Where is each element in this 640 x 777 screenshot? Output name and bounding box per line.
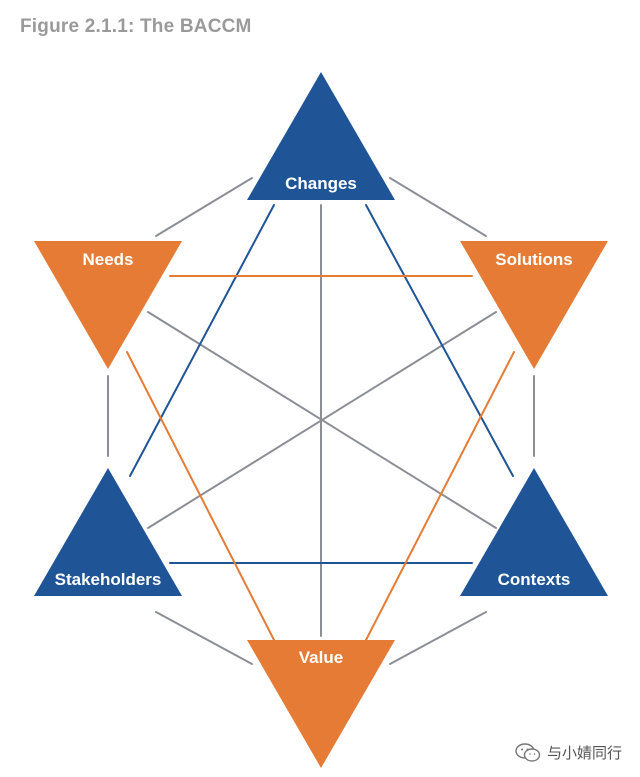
inner-orange-lines: [126, 275, 515, 641]
label-stakeholders: Stakeholders: [55, 570, 162, 589]
line-solutions-value: [365, 351, 515, 641]
connector-stakeholders-value: [155, 611, 253, 665]
triangle-contexts: [460, 468, 608, 596]
triangle-value: [247, 640, 395, 768]
connector-changes-needs: [155, 177, 253, 237]
inner-gray-lines: [147, 204, 497, 637]
wechat-icon: [515, 742, 541, 762]
watermark-text: 与小婧同行: [546, 744, 622, 762]
watermark: 与小婧同行: [510, 740, 626, 765]
connector-contexts-value: [389, 611, 487, 665]
outer-connectors: [107, 177, 535, 665]
label-needs: Needs: [82, 250, 133, 269]
line-changes-stakeholders: [129, 204, 275, 477]
label-changes: Changes: [285, 174, 357, 193]
label-contexts: Contexts: [498, 570, 571, 589]
inner-blue-lines: [129, 204, 514, 564]
line-needs-value: [126, 351, 275, 641]
connector-changes-solutions: [389, 177, 487, 237]
triangle-solutions: [460, 241, 608, 369]
label-value: Value: [299, 648, 343, 667]
figure-title: Figure 2.1.1: The BACCM: [20, 16, 252, 37]
line-changes-contexts: [365, 204, 514, 477]
line-solutions-stakeholders: [147, 311, 497, 529]
triangle-needs: [34, 241, 182, 369]
triangle-changes: [247, 72, 395, 200]
triangle-stakeholders: [34, 468, 182, 596]
label-solutions: Solutions: [495, 250, 572, 269]
